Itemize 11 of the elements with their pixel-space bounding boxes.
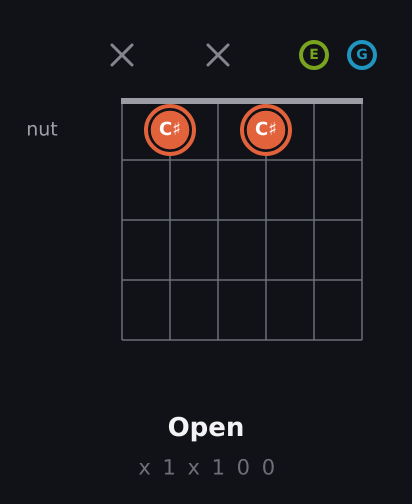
- finger-dot: [240, 104, 292, 156]
- note-label: G: [356, 48, 368, 62]
- finger-dot: [144, 104, 196, 156]
- fingering-text: x 1 x 1 0 0: [138, 458, 278, 478]
- open-string-marker: [347, 40, 377, 70]
- note-label: E: [309, 48, 319, 62]
- note-label: C♯: [159, 121, 181, 139]
- chord-name: Open: [168, 413, 244, 443]
- nut-label: nut: [26, 120, 58, 140]
- open-string-marker: [299, 40, 329, 70]
- note-label: C♯: [255, 121, 277, 139]
